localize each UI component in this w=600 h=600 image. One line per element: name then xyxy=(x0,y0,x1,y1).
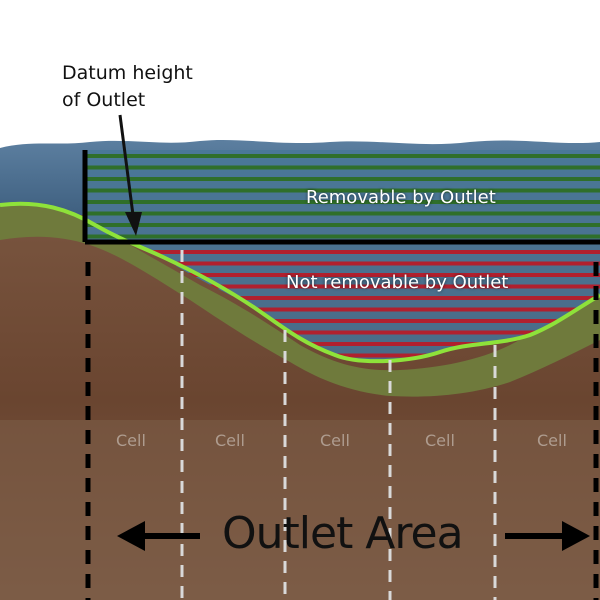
not-removable-stripe xyxy=(85,319,600,323)
not-removable-stripe xyxy=(85,296,600,300)
deep-soil-layer xyxy=(0,420,600,600)
outlet-area-right-arrow-head xyxy=(562,521,590,551)
not-removable-stripe xyxy=(85,261,600,266)
not-removable-stripe xyxy=(85,250,600,254)
removable-stripe xyxy=(85,223,600,227)
cell-label: Cell xyxy=(320,431,350,450)
removable-stripe xyxy=(85,234,600,239)
cell-label: Cell xyxy=(537,431,567,450)
cell-label: Cell xyxy=(215,431,245,450)
cell-label: Cell xyxy=(425,431,455,450)
datum-height-box xyxy=(82,150,600,245)
removable-stripe xyxy=(85,211,600,216)
not-removable-stripe xyxy=(85,273,600,277)
not-removable-zone-label: Not removable by Outlet xyxy=(286,272,509,293)
removable-stripe xyxy=(85,177,600,181)
annotation-line-1: Datum height xyxy=(62,62,193,84)
not-removable-stripe xyxy=(85,342,600,346)
removable-stripe xyxy=(85,200,600,204)
ground-surface-line xyxy=(0,201,600,364)
removable-stripes xyxy=(85,154,600,239)
not-removable-stripe xyxy=(85,330,600,335)
removable-stripe xyxy=(85,188,600,193)
cell-label: Cell xyxy=(116,431,146,450)
removable-stripe xyxy=(85,154,600,158)
grass-slope xyxy=(0,203,600,397)
outlet-area-left-arrow-head xyxy=(117,521,145,551)
removable-stripe xyxy=(85,165,600,170)
datum-height-annotation: Datum height of Outlet xyxy=(62,60,193,114)
not-removable-stripe xyxy=(85,307,600,312)
annotation-arrow-line xyxy=(118,114,135,216)
water-pool xyxy=(85,150,600,362)
not-removable-stripes xyxy=(85,250,600,358)
outlet-area-label: Outlet Area xyxy=(222,508,464,559)
not-removable-stripe xyxy=(85,284,600,289)
removable-zone-label: Removable by Outlet xyxy=(306,187,496,208)
annotation-arrow-head xyxy=(125,212,142,236)
annotation-line-2: of Outlet xyxy=(62,89,146,111)
